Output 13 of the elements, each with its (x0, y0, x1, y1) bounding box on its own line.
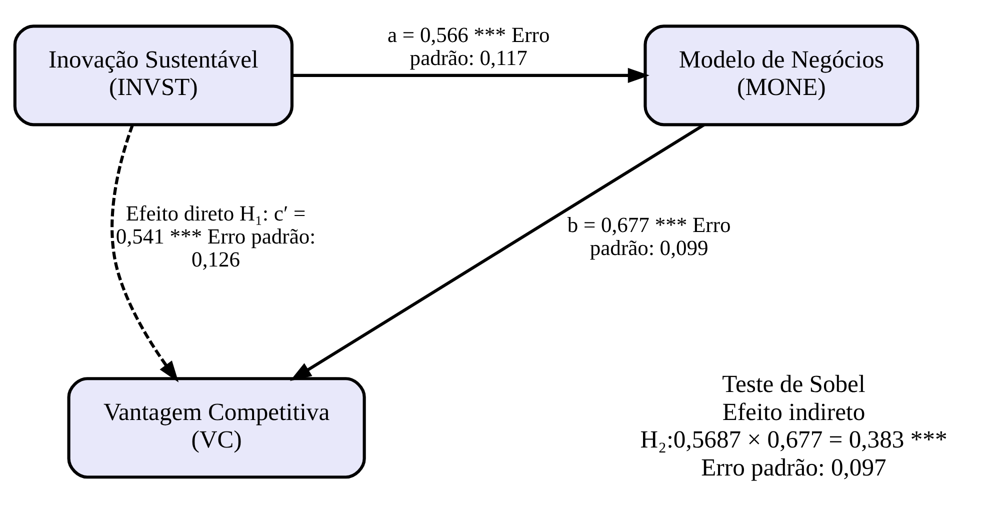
node-box: Vantagem Competitiva (VC) (67, 376, 366, 478)
edge-label: a = 0,566 *** Erro padrão: 0,117 (387, 22, 550, 70)
node-box: Modelo de Negócios (MONE) (644, 24, 920, 126)
arrow (290, 123, 705, 380)
label: Teste de Sobel (722, 370, 866, 398)
label: Efeito indireto (722, 398, 866, 426)
label: H₂:0,5687 × 0,677 = 0,383 *** (640, 426, 948, 454)
arrow (292, 67, 650, 82)
node-box: Inovação Sustentável (INVST) (13, 24, 294, 126)
label: Erro padrão: 0,097 (701, 454, 886, 481)
edge-label: b = 0,677 *** Erro padrão: 0,099 (567, 212, 731, 260)
edge-label: Efeito direto H₁: c′ = 0,541 *** Erro padrão: 0,126 (116, 200, 316, 272)
arrow (110, 124, 179, 382)
